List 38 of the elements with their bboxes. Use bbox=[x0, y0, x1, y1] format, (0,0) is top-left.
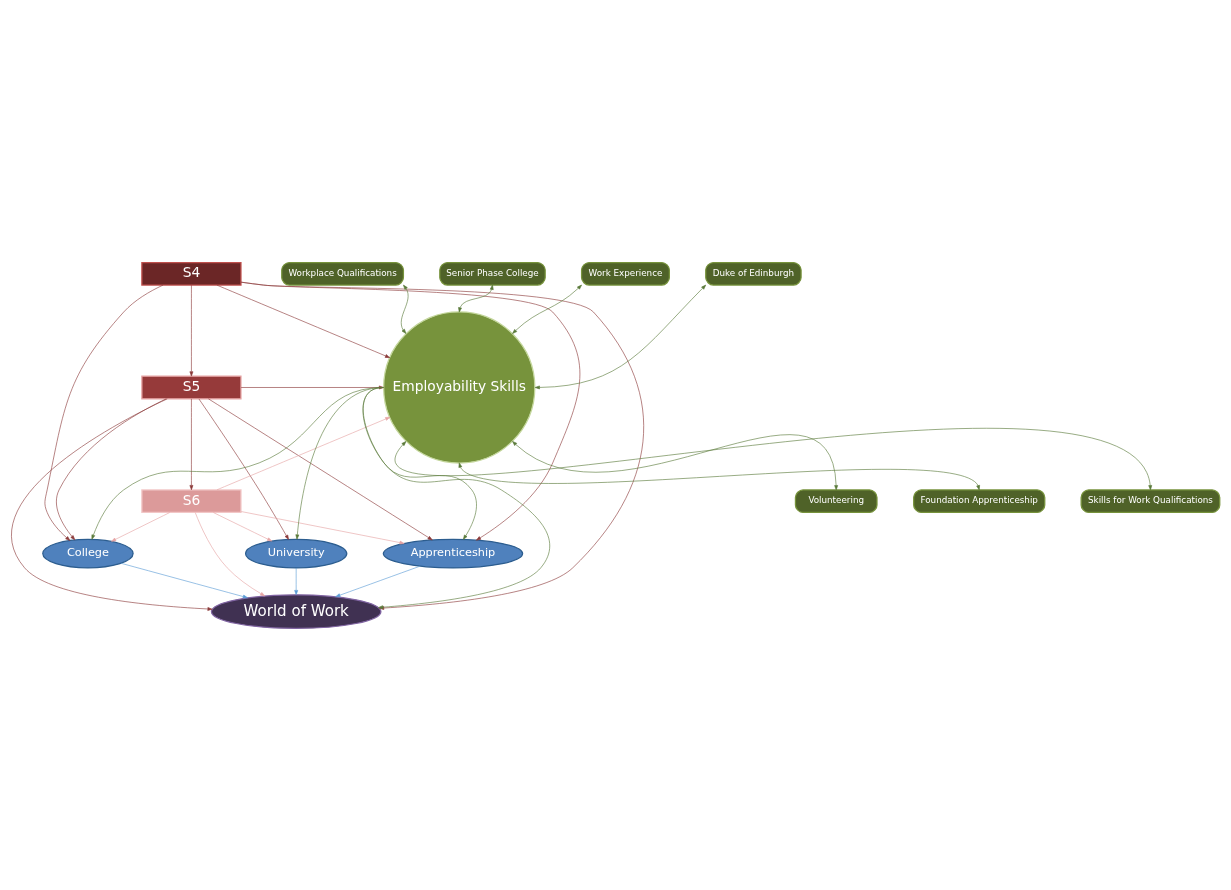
arrow bbox=[362, 386, 477, 540]
node-box: Foundation Apprenticeship bbox=[913, 488, 1046, 513]
arrow bbox=[189, 284, 194, 376]
arrow bbox=[198, 398, 289, 540]
arrow bbox=[240, 385, 384, 389]
arrow bbox=[240, 510, 405, 544]
arrow bbox=[111, 511, 171, 542]
arrow bbox=[335, 565, 421, 597]
arrow bbox=[216, 416, 391, 490]
arrow bbox=[240, 281, 581, 541]
arrow bbox=[216, 284, 391, 358]
arrow bbox=[208, 398, 433, 540]
node-box: Skills for Work Qualifications bbox=[1080, 488, 1221, 513]
node-box: S6 bbox=[141, 488, 242, 513]
arrow bbox=[458, 462, 980, 490]
arrow bbox=[91, 386, 384, 540]
arrow bbox=[534, 284, 707, 389]
arrow bbox=[458, 284, 494, 312]
arrow bbox=[295, 386, 384, 539]
arrow bbox=[120, 562, 248, 598]
node-box: Workplace Qualifications bbox=[281, 261, 405, 286]
arrow bbox=[189, 398, 194, 490]
arrow bbox=[195, 511, 266, 596]
arrow bbox=[396, 427, 1153, 490]
node-box: S5 bbox=[141, 375, 242, 399]
arrow bbox=[400, 284, 409, 334]
node-box: Senior Phase College bbox=[439, 261, 546, 286]
arrow bbox=[56, 398, 167, 540]
arrow bbox=[294, 567, 298, 595]
arrow bbox=[512, 284, 582, 334]
arrow bbox=[213, 511, 273, 541]
arrow bbox=[44, 284, 164, 541]
arrow bbox=[11, 398, 213, 611]
node-box: Duke of Edinburgh bbox=[705, 261, 802, 286]
node-box: Volunteering bbox=[794, 488, 878, 513]
node-box: S4 bbox=[141, 261, 242, 286]
arrow bbox=[512, 434, 838, 490]
node-box: Work Experience bbox=[580, 261, 670, 286]
